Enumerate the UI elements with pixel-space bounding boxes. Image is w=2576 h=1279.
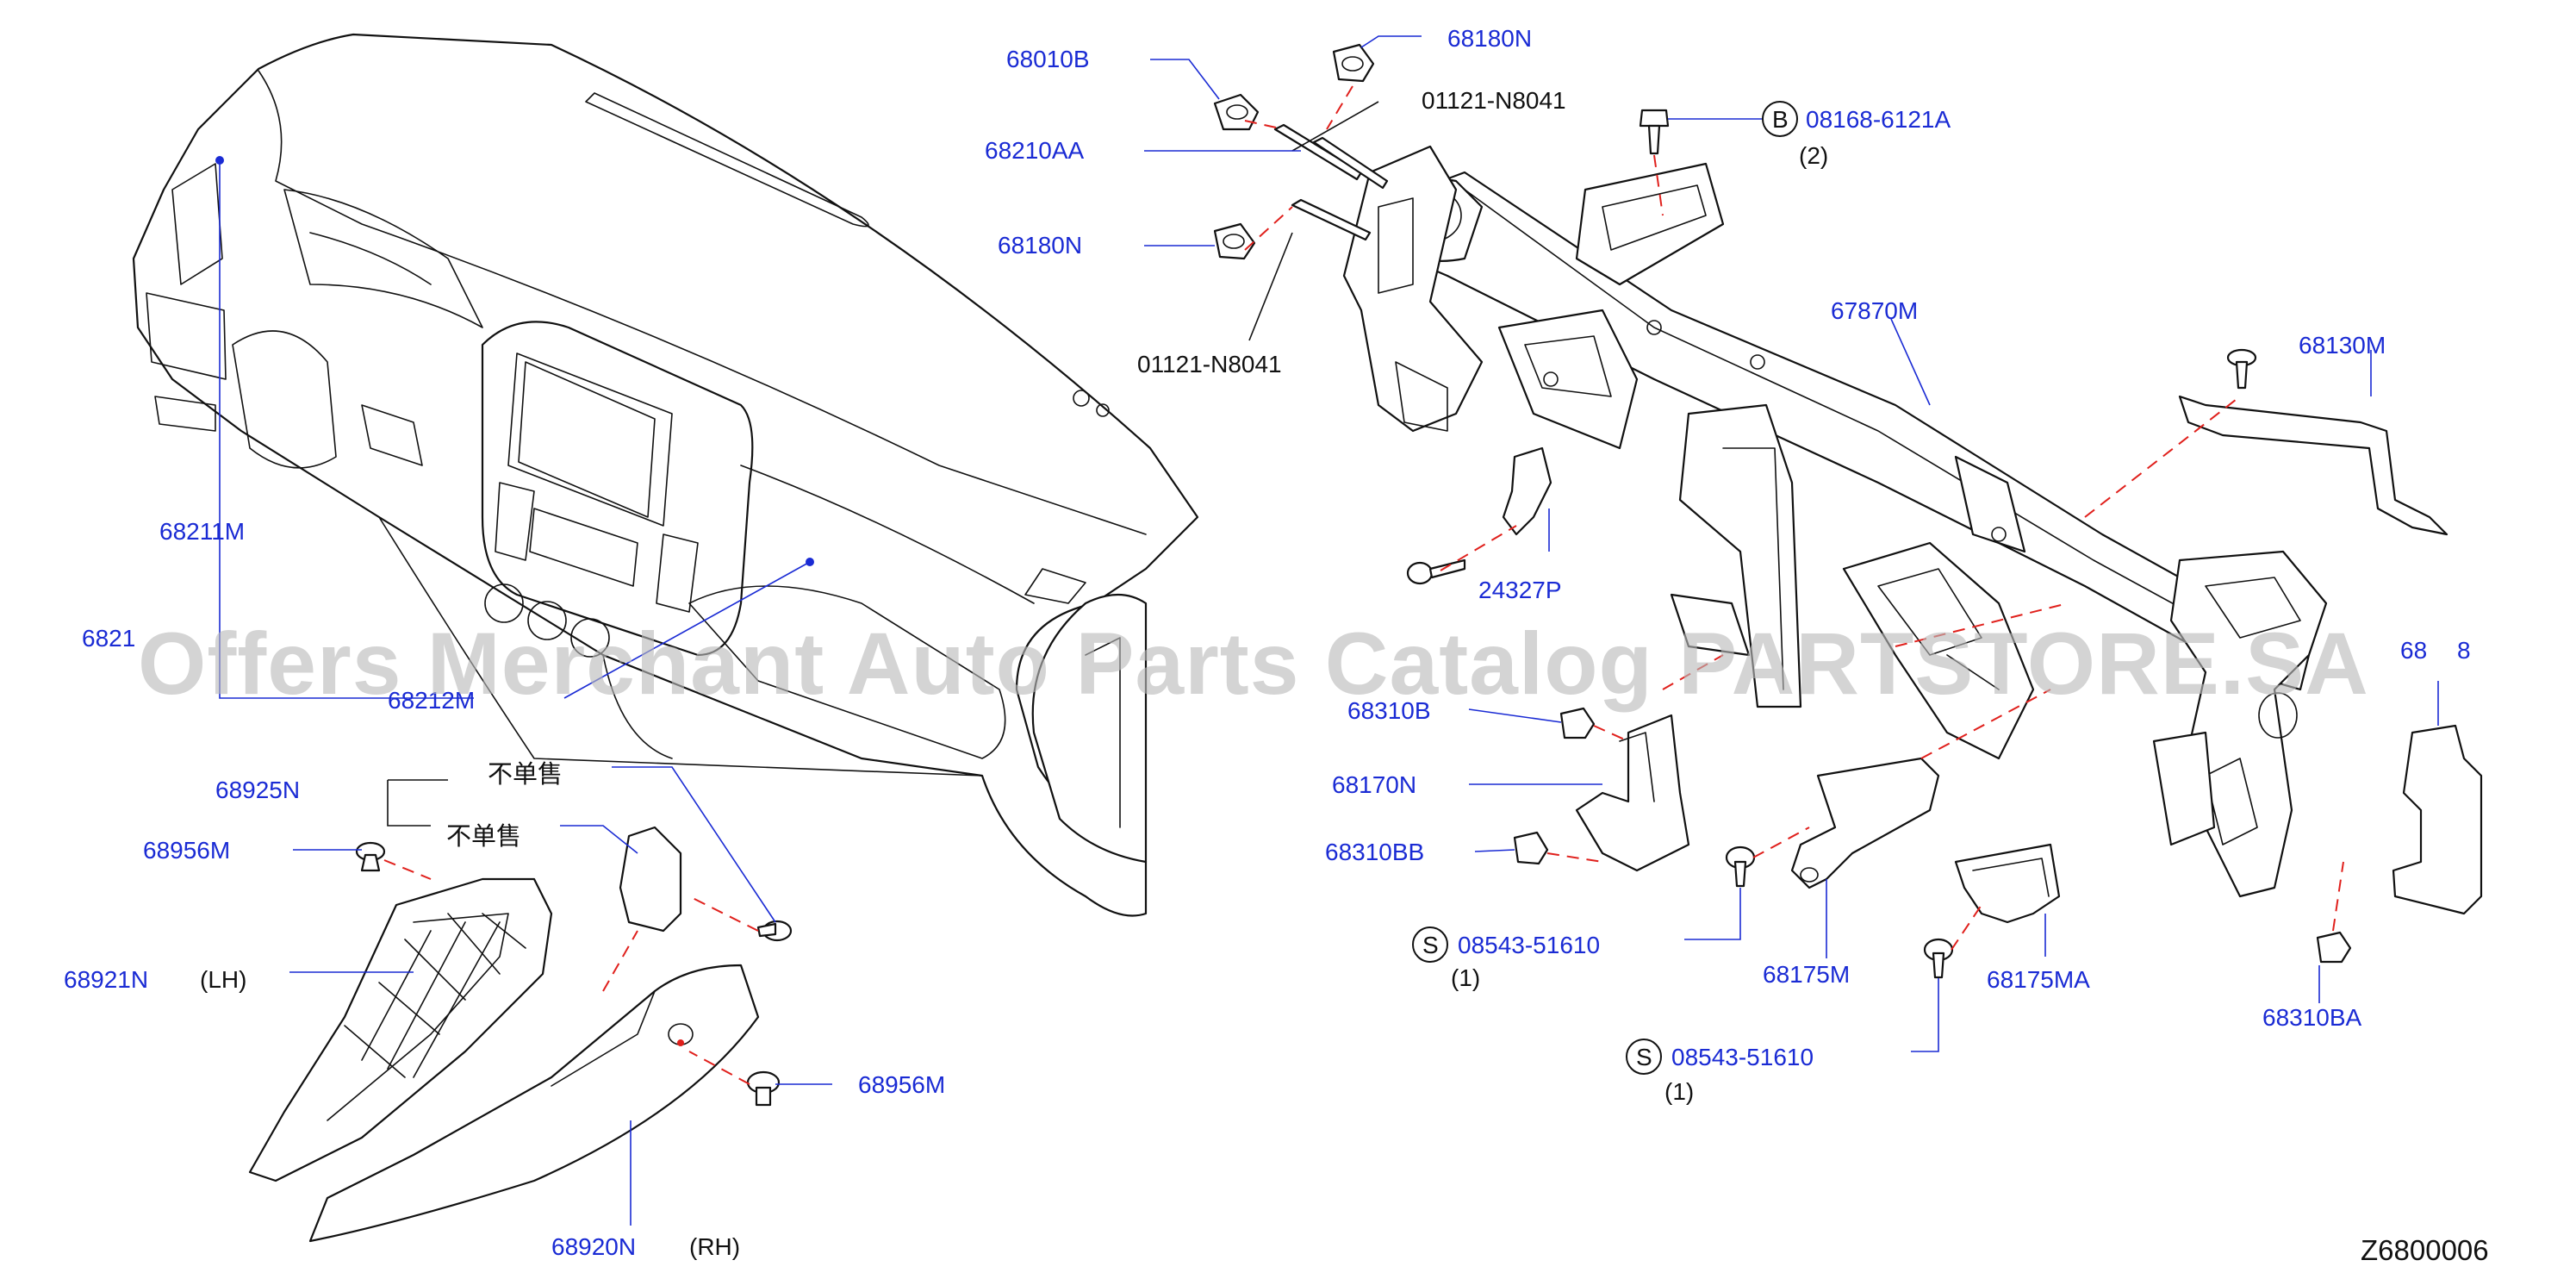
label-01121-N8041-top: 01121-N8041 (1422, 87, 1566, 114)
qty-08543-a: (1) (1451, 964, 1480, 991)
label-08543-51610-b: 08543-51610 (1671, 1044, 1814, 1070)
label-68956M-right: 68956M (858, 1071, 945, 1098)
badge-B-letter: B (1772, 106, 1789, 133)
badge-B (1762, 101, 1798, 137)
badge-S-b-letter: S (1636, 1044, 1652, 1070)
label-68212M: 68212M (388, 687, 475, 714)
badge-S-b (1626, 1039, 1662, 1075)
label-24327P: 24327P (1478, 577, 1562, 603)
label-68180N-top: 68180N (1447, 25, 1532, 52)
label-68921N: 68921N (64, 966, 148, 993)
label-not-sold-separately-b: 不单售 (446, 821, 521, 851)
label-68211M: 68211M (159, 518, 245, 545)
label-68956M-left: 68956M (143, 837, 230, 864)
label-68925N: 68925N (215, 777, 300, 803)
bracket-68130M-drawing (2178, 395, 2448, 536)
leader-lines (219, 35, 2439, 1226)
diagram-reference-code: Z6800006 (2361, 1234, 2489, 1266)
label-68310BB: 68310BB (1325, 839, 1424, 865)
bracket-68175MA-drawing (1954, 843, 2061, 924)
label-08168-6121A: 08168-6121A (1806, 106, 1951, 133)
watermark: Offers Merchant Auto Parts Catalog PARTS… (138, 615, 2369, 713)
side-trim-68921N-drawing (248, 877, 553, 1182)
label-68-cut: 68 (2400, 637, 2427, 664)
label-68210AA: 68210AA (985, 137, 1085, 164)
badge-S-a-letter: S (1422, 932, 1439, 958)
label-01121-N8041-bottom: 01121-N8041 (1137, 351, 1282, 377)
fasteners (355, 43, 2352, 1107)
label-68920N: 68920N (551, 1233, 636, 1260)
steering-member-drawing (1342, 145, 2328, 898)
instrument-panel-drawing (132, 33, 1199, 917)
label-68010B: 68010B (1006, 46, 1090, 72)
clip-24327P-drawing (1502, 446, 1552, 536)
side-trim-68920N-drawing (308, 964, 760, 1243)
label-LH: (LH) (200, 966, 246, 993)
label-67870M: 67870M (1831, 297, 1918, 324)
label-6821-cut: 6821 (82, 625, 135, 652)
label-68180N-mid: 68180N (998, 232, 1082, 259)
label-not-sold-separately-a: 不单售 (488, 759, 563, 789)
qty-08168: (2) (1799, 142, 1828, 169)
label-RH: (RH) (689, 1233, 740, 1260)
qty-08543-b: (1) (1664, 1078, 1694, 1105)
label-68175MA: 68175MA (1987, 966, 2090, 993)
bracket-right-end-drawing (2392, 724, 2483, 915)
label-8-cut: 8 (2457, 637, 2471, 664)
bracket-68170N-drawing (1575, 714, 1690, 872)
clip-bracket-not-sold-drawing (619, 826, 682, 933)
label-68130M: 68130M (2299, 332, 2386, 359)
label-68310BA: 68310BA (2262, 1004, 2362, 1031)
label-08543-51610-a: 08543-51610 (1458, 932, 1600, 958)
clip-68130M-fastener (2226, 348, 2257, 390)
label-68175M: 68175M (1763, 961, 1850, 988)
label-68310B: 68310B (1347, 697, 1431, 724)
installation-lines (383, 85, 2344, 1085)
badge-S-a (1412, 926, 1448, 963)
label-68170N: 68170N (1332, 771, 1416, 798)
part-labels: 68010B 68180N 01121-N8041 68210AA 68180N… (64, 25, 2489, 1266)
